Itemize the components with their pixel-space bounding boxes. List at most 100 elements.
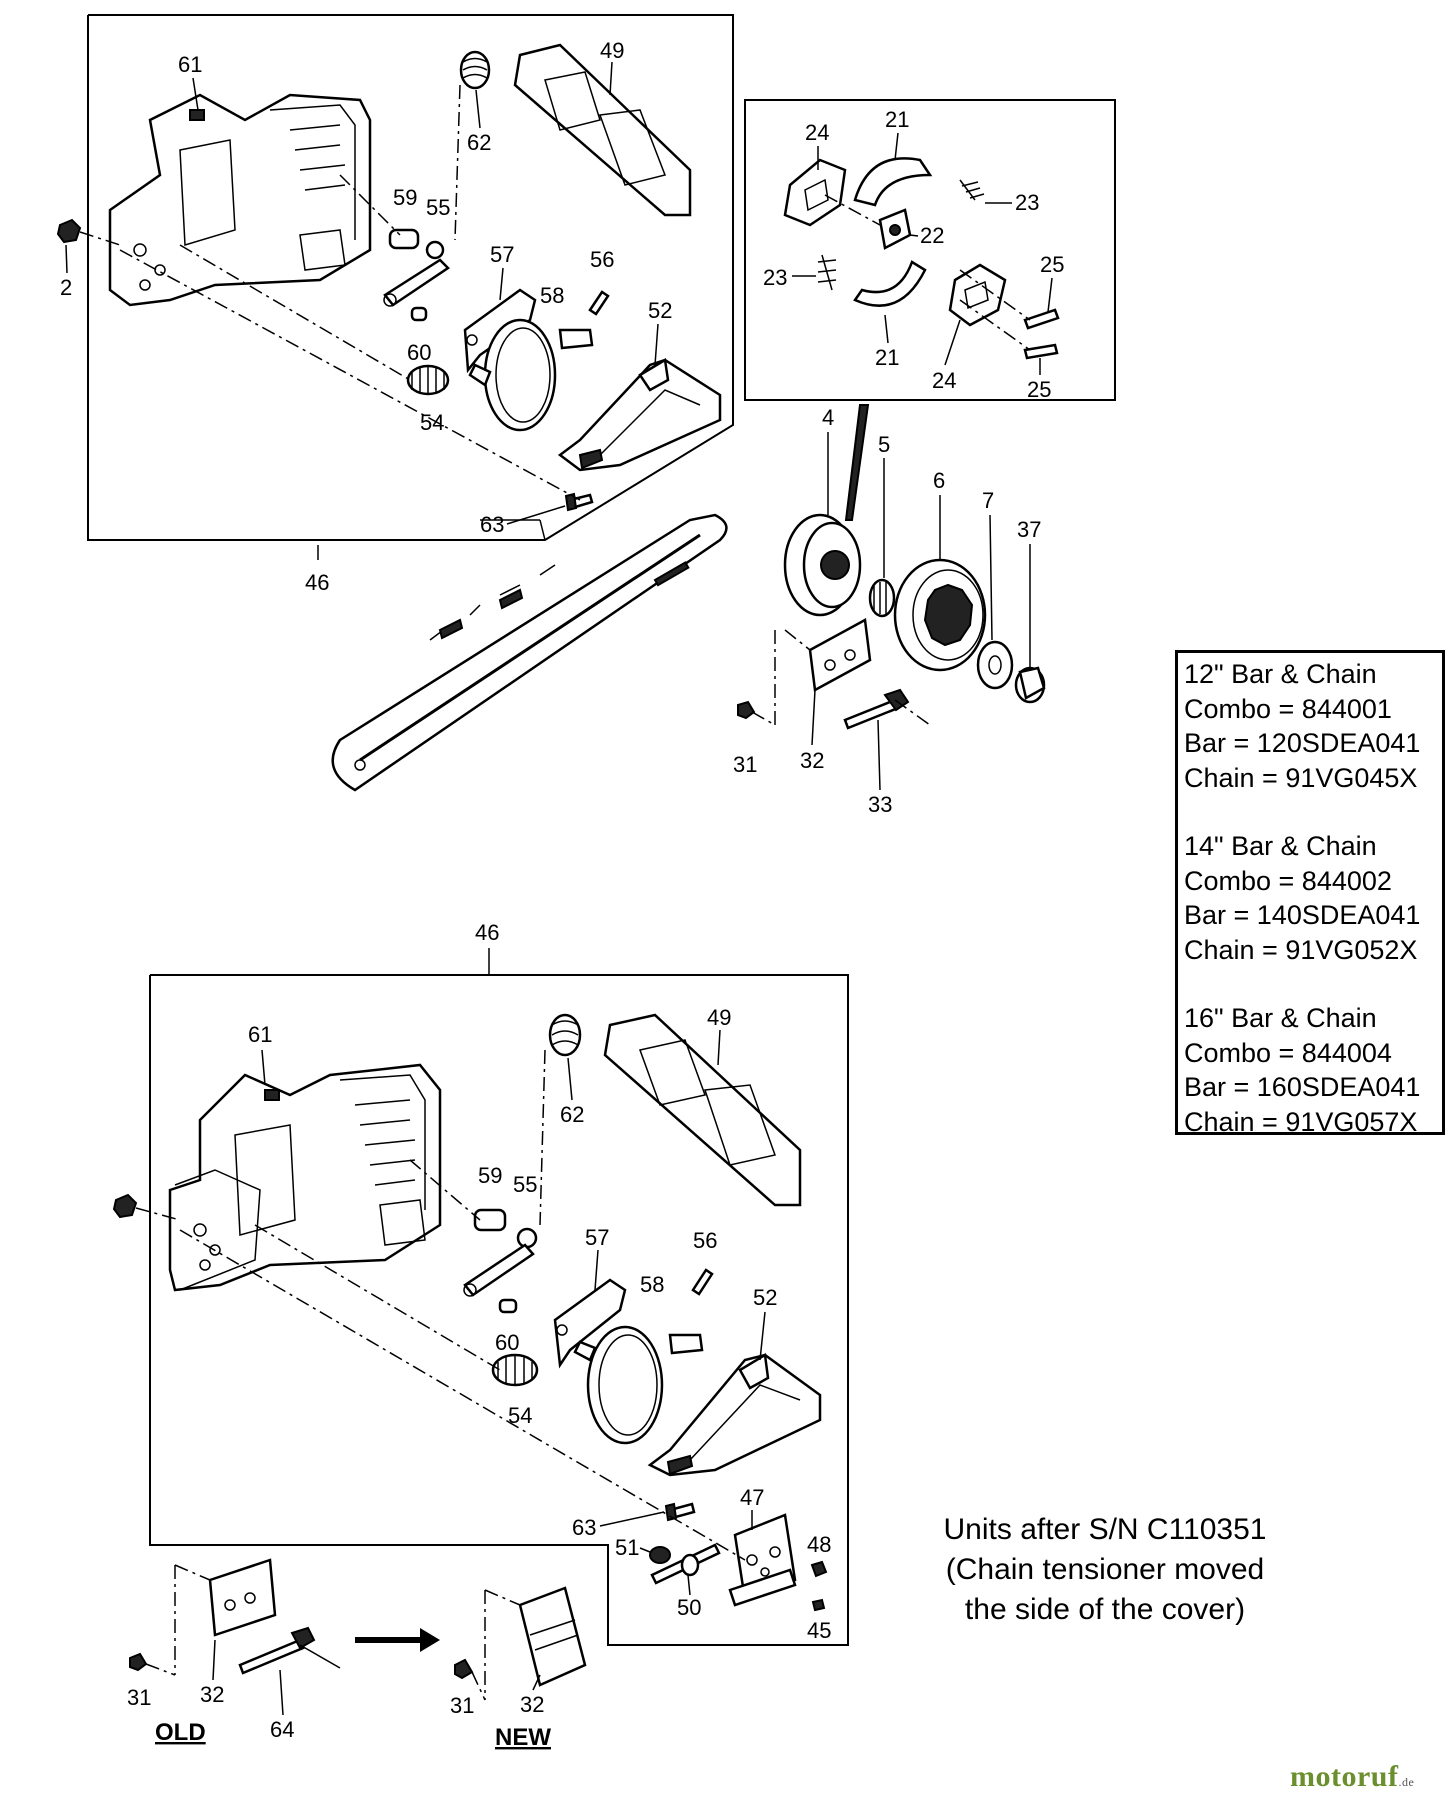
label-60-lower: 60 xyxy=(495,1330,519,1355)
old-new-comparison: 31 32 64 OLD 31 32 NEW xyxy=(127,1558,587,1751)
tensioner-screw-part xyxy=(843,698,900,730)
label-24b: 24 xyxy=(932,368,956,393)
new-tensioner-plate xyxy=(518,1586,587,1687)
label-23b: 23 xyxy=(763,265,787,290)
spring-part-lower xyxy=(548,1013,582,1057)
old-tensioner-screw xyxy=(238,1638,305,1675)
clutch-plate-part xyxy=(783,158,847,227)
spring-part-54-lower xyxy=(491,1353,539,1387)
link-part xyxy=(383,258,450,307)
label-31: 31 xyxy=(733,752,757,777)
label-49: 49 xyxy=(600,38,624,63)
housing-part-lower xyxy=(168,1063,442,1292)
label-49-lower: 49 xyxy=(707,1005,731,1030)
chain-number: Chain = 91VG057X xyxy=(1184,1106,1418,1137)
bolt-part xyxy=(737,700,756,720)
label-55-lower: 55 xyxy=(513,1172,537,1197)
lower-frame xyxy=(149,974,849,1646)
spring-part-54 xyxy=(406,364,450,396)
label-52: 52 xyxy=(648,298,672,323)
label-63-lower: 63 xyxy=(572,1515,596,1540)
clutch-frame xyxy=(744,99,1116,401)
cap-part xyxy=(1014,666,1046,704)
bar-number: Bar = 160SDEA041 xyxy=(1184,1072,1421,1102)
clutch-shoe-part xyxy=(853,157,933,207)
label-2: 2 xyxy=(60,275,72,300)
serial-number-note: Units after S/N C110351 (Chain tensioner… xyxy=(880,1510,1330,1630)
label-46-lower: 46 xyxy=(475,920,499,945)
label-56-lower: 56 xyxy=(693,1228,717,1253)
tensioner-plate-part xyxy=(728,1513,797,1607)
watermark-name: motoruf xyxy=(1290,1760,1399,1793)
watermark-logo: motoruf.de xyxy=(1290,1760,1414,1794)
label-51-lower: 51 xyxy=(615,1535,639,1560)
label-33: 33 xyxy=(868,792,892,817)
label-54: 54 xyxy=(420,410,444,435)
watermark-tld: .de xyxy=(1398,1775,1415,1789)
label-6: 6 xyxy=(933,468,945,493)
bar-number: Bar = 120SDEA041 xyxy=(1184,728,1421,758)
label-37: 37 xyxy=(1017,517,1041,542)
bar-chain-combo-table: 12" Bar & Chain Combo = 844001 Bar = 120… xyxy=(1175,650,1445,1137)
label-23a: 23 xyxy=(1015,190,1039,215)
label-58-lower: 58 xyxy=(640,1272,664,1297)
label-62: 62 xyxy=(467,130,491,155)
label-47-lower: 47 xyxy=(740,1485,764,1510)
brake-band-part-lower xyxy=(573,1325,704,1445)
label-61-lower: 61 xyxy=(248,1022,272,1047)
label-48-lower: 48 xyxy=(807,1532,831,1557)
combo-12-inch: 12" Bar & Chain Combo = 844001 Bar = 120… xyxy=(1184,657,1436,795)
brake-band-part xyxy=(468,318,594,432)
pin-part xyxy=(388,228,420,250)
label-31-new: 31 xyxy=(450,1693,474,1718)
label-62-lower: 62 xyxy=(560,1102,584,1127)
label-54-lower: 54 xyxy=(508,1403,532,1428)
bearing-part xyxy=(868,578,896,618)
clutch-cover-part xyxy=(557,357,722,472)
lower-assembly: 46 xyxy=(112,920,849,1646)
brake-handle-part-lower xyxy=(603,1013,802,1207)
label-24a: 24 xyxy=(805,120,829,145)
label-56: 56 xyxy=(590,247,614,272)
label-new: NEW xyxy=(495,1724,551,1751)
label-57-lower: 57 xyxy=(585,1225,609,1250)
old-adjuster-plate xyxy=(208,1558,277,1637)
label-21b: 21 xyxy=(875,345,899,370)
label-45-lower: 45 xyxy=(807,1618,831,1643)
label-31-old: 31 xyxy=(127,1685,151,1710)
label-50-lower: 50 xyxy=(677,1595,701,1620)
clutch-assembly: 24 21 23 22 23 25 21 24 25 xyxy=(744,99,1116,402)
label-59: 59 xyxy=(393,185,417,210)
label-22: 22 xyxy=(920,223,944,248)
combo-title: 14" Bar & Chain xyxy=(1184,831,1377,861)
brake-handle-part xyxy=(513,43,692,217)
clutch-cover-part-lower xyxy=(647,1352,822,1477)
combo-number: Combo = 844002 xyxy=(1184,865,1392,896)
label-32: 32 xyxy=(800,748,824,773)
sprocket-part xyxy=(893,558,987,672)
note-line-1: Units after S/N C110351 xyxy=(943,1513,1267,1546)
label-5: 5 xyxy=(878,432,890,457)
label-25b: 25 xyxy=(1027,377,1051,402)
label-32-new: 32 xyxy=(520,1692,544,1717)
clutch-drum-part xyxy=(783,513,862,617)
combo-number: Combo = 844004 xyxy=(1184,1037,1392,1068)
guide-bar-part xyxy=(331,513,728,792)
nut-part xyxy=(56,218,82,244)
chain-number: Chain = 91VG045X xyxy=(1184,762,1418,793)
washer-part xyxy=(976,640,1014,690)
upper-assembly: 61 49 62 2 59 55 57 56 58 52 60 54 63 46 xyxy=(56,14,734,595)
combo-14-inch: 14" Bar & Chain Combo = 844002 Bar = 140… xyxy=(1184,829,1436,967)
note-line-3: the side of the cover) xyxy=(964,1593,1246,1626)
label-58: 58 xyxy=(540,283,564,308)
old-to-new-arrow xyxy=(355,1628,440,1652)
label-25a: 25 xyxy=(1040,252,1064,277)
label-52-lower: 52 xyxy=(753,1285,777,1310)
label-4: 4 xyxy=(822,405,834,430)
label-64-old: 64 xyxy=(270,1717,294,1742)
label-46: 46 xyxy=(305,570,329,595)
combo-title: 12" Bar & Chain xyxy=(1184,659,1377,689)
spring-part xyxy=(459,50,491,90)
combo-number: Combo = 844001 xyxy=(1184,693,1392,724)
